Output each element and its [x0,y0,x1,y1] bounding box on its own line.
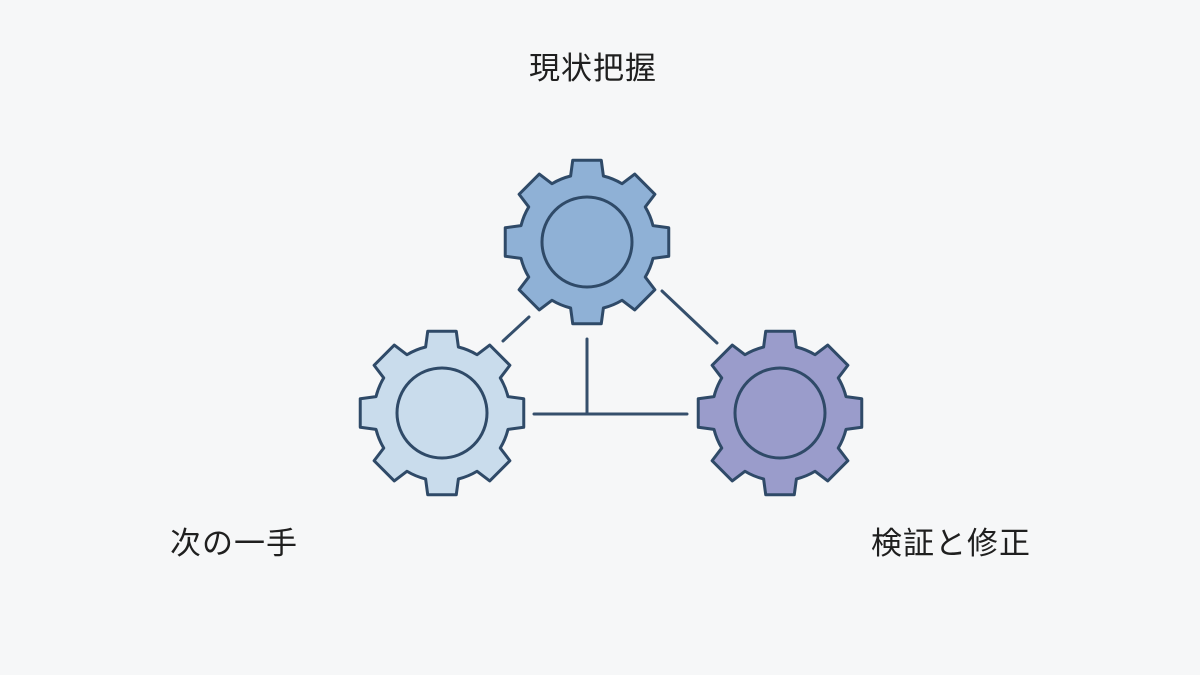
connector-lines [501,289,719,416]
gear-icon [358,329,526,497]
gear-icon [503,158,671,326]
label-verify-fix: 検証と修正 [871,526,1031,562]
label-next-step: 次の一手 [170,526,298,562]
connector-top-left [501,315,531,343]
gear-icon [696,329,864,497]
connector-top-right [660,289,719,345]
label-current-state: 現状把握 [529,51,657,87]
